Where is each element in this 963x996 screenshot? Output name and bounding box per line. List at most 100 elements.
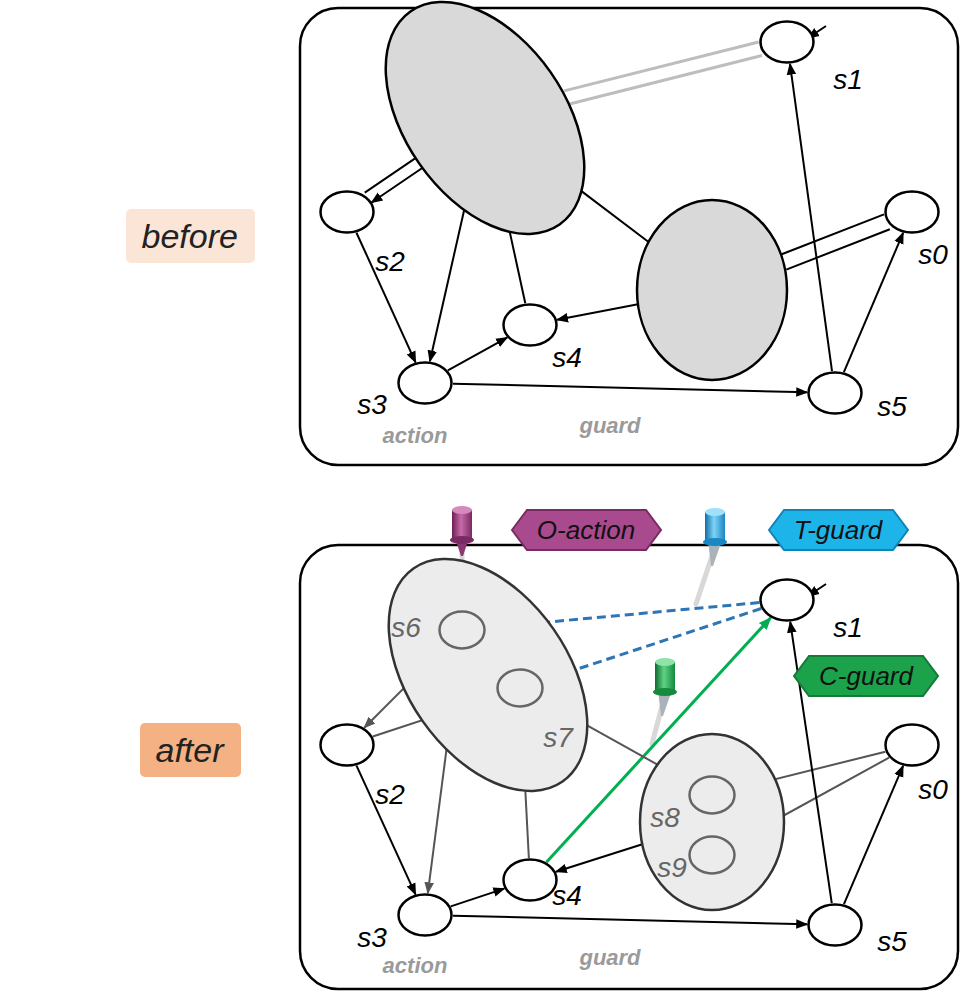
state-label: s5: [877, 391, 907, 423]
state-circle: s1: [759, 578, 815, 622]
transition-arrow: [430, 210, 464, 361]
circle-outline: [759, 20, 815, 64]
ellipse-shape: [348, 523, 628, 828]
circle-shape: [761, 22, 814, 63]
circle-shape: [399, 363, 452, 404]
circle-shape: [809, 905, 862, 946]
circle-outline: [397, 361, 453, 405]
phase-label: after: [156, 730, 225, 770]
circle-shape: [504, 860, 557, 901]
state-circle: s1: [759, 20, 815, 64]
state-circle: s3: [397, 361, 453, 405]
blue-pin: [696, 508, 727, 604]
state-label: s0: [918, 774, 948, 806]
transition-arrow: [780, 214, 884, 254]
transition-arrow: [453, 916, 807, 925]
state-label: s2: [375, 246, 405, 278]
state-circle: s8: [688, 775, 736, 815]
state-label: s2: [375, 779, 405, 811]
ellipse-shape: [640, 734, 784, 910]
state-label: s4: [552, 880, 582, 912]
annotation-label: action: [383, 953, 448, 979]
circle-outline: [688, 835, 736, 875]
state-label: s8: [650, 802, 680, 834]
state-label: s3: [357, 922, 387, 954]
circle-shape: [321, 192, 374, 233]
state-label: s1: [833, 612, 863, 644]
annotation-label: guard: [579, 945, 640, 971]
circle-outline: [502, 303, 558, 347]
state-circle: s5: [807, 371, 863, 415]
state-circle: s6: [438, 610, 486, 650]
state-circle: s4: [502, 303, 558, 347]
circle-outline: [438, 610, 486, 650]
transition-arrow: [372, 168, 423, 203]
green-pin: [652, 658, 677, 744]
circle-shape: [761, 580, 814, 621]
state-group-ellipse: s8s9: [620, 730, 804, 914]
state-circle: s2: [319, 190, 375, 234]
state-label: s5: [877, 926, 907, 958]
circle-shape: [498, 670, 543, 707]
circle-shape: [809, 373, 862, 414]
state-label: s0: [918, 239, 948, 271]
transition-arrow: [448, 338, 507, 371]
ellipse-outline: [618, 196, 806, 384]
annotation-tag: T-guard: [768, 509, 909, 551]
circle-shape: [399, 895, 452, 936]
annotation-tag: C-guard: [793, 655, 939, 697]
transition-arrow: [510, 232, 526, 303]
state-group-ellipse: s6s7: [354, 541, 622, 809]
state-circle: s4: [502, 858, 558, 902]
phase-box: after: [140, 723, 241, 777]
state-group-ellipse: [351, 0, 619, 252]
state-label: s4: [552, 342, 582, 374]
state-circle: s0: [884, 190, 940, 234]
circle-shape: [504, 305, 557, 346]
transition-arrow: [786, 229, 890, 269]
state-circle: s3: [397, 893, 453, 937]
circle-outline: [807, 371, 863, 415]
transition-arrow: [790, 64, 832, 371]
annotation-tag: O-action: [511, 509, 662, 551]
transition-arrow: [581, 191, 648, 242]
phase-label: before: [142, 216, 239, 256]
state-circle: s2: [319, 723, 375, 767]
state-circle: s0: [884, 723, 940, 767]
ellipse-shape: [637, 200, 787, 380]
transition-arrow: [356, 766, 415, 895]
transition-arrow: [365, 158, 416, 193]
circle-outline: [397, 893, 453, 937]
state-label: s7: [543, 722, 573, 754]
tag-label: O-action: [537, 515, 635, 545]
circle-shape: [690, 777, 735, 814]
state-label: s1: [833, 64, 863, 96]
annotation-label: action: [383, 423, 448, 449]
state-label: s6: [391, 612, 421, 644]
circle-outline: [884, 723, 940, 767]
circle-shape: [886, 192, 939, 233]
circle-shape: [886, 725, 939, 766]
circle-shape: [690, 837, 735, 874]
state-circle: s5: [807, 903, 863, 947]
transition-arrow: [453, 384, 807, 393]
circle-outline: [884, 190, 940, 234]
transition-arrow: [356, 233, 415, 363]
circle-outline: [319, 723, 375, 767]
tag-label: T-guard: [794, 515, 883, 545]
state-label: s9: [657, 852, 687, 884]
circle-shape: [321, 725, 374, 766]
association-line: [564, 42, 758, 91]
circle-outline: [807, 903, 863, 947]
phase-box: before: [126, 209, 255, 263]
circle-outline: [759, 578, 815, 622]
circle-outline: [496, 668, 544, 708]
state-circle: s9: [688, 835, 736, 875]
transition-arrow: [844, 233, 903, 372]
state-circle: s7: [496, 668, 544, 708]
tag-label: C-guard: [819, 661, 913, 691]
transition-arrow: [451, 889, 504, 907]
transition-arrow: [556, 844, 642, 872]
state-group-ellipse: [618, 196, 806, 384]
state-label: s3: [357, 389, 387, 421]
